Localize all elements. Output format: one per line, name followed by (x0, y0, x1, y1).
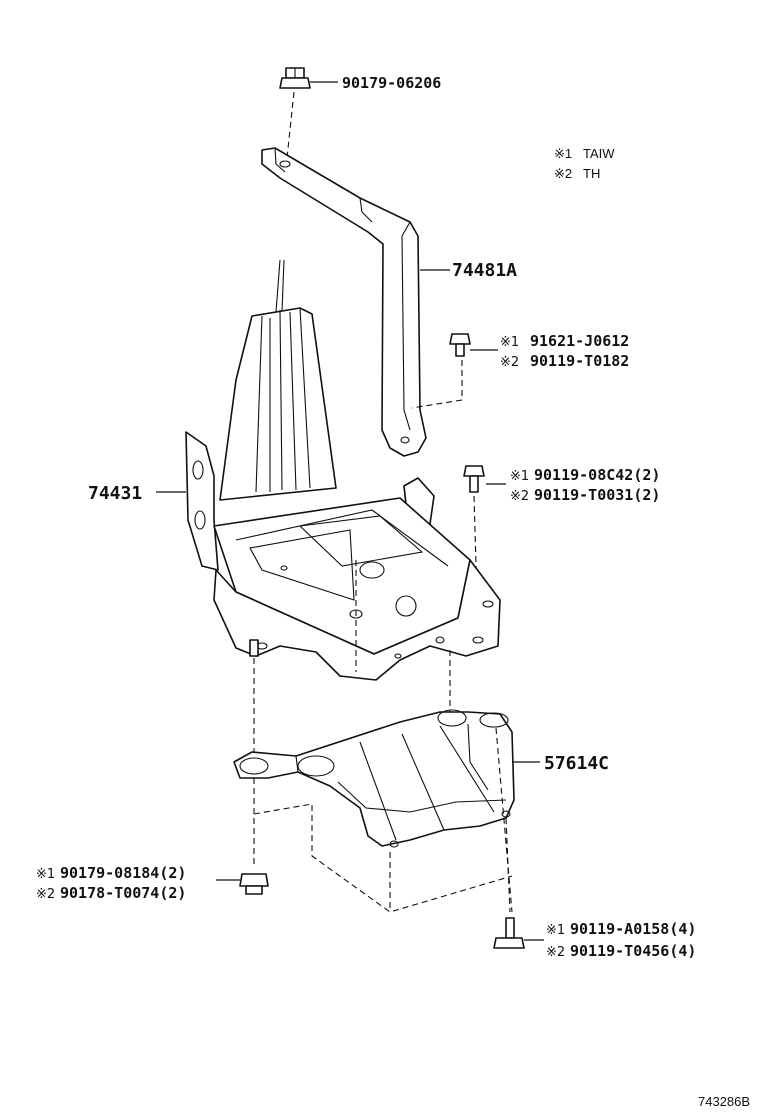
cover-57614c (233, 709, 515, 848)
label-bolt-bracket-2: 90119-T0182 (530, 352, 629, 370)
label-bolt-bottom-1: 90119-A0158(4) (570, 920, 696, 938)
mark-bolt-tray-2: ※2 (510, 489, 529, 504)
label-bracket: 74481A (452, 260, 517, 281)
bracket-74481a (261, 147, 427, 457)
legend-mark-1: ※1 (554, 146, 572, 161)
document-id: 743286B (698, 1094, 750, 1109)
label-nut-bottom-2: 90178-T0074(2) (60, 884, 186, 902)
legend-mark-2: ※2 (554, 166, 572, 181)
dash-bolt-bracket (411, 360, 463, 409)
mark-nut-bottom-2: ※2 (36, 887, 55, 902)
top-nut-icon (279, 67, 311, 89)
label-tray: 74431 (88, 483, 142, 504)
dash-cover-right-b (505, 817, 511, 913)
mark-bolt-bracket-1: ※1 (500, 335, 519, 350)
dash-cover-right-a (495, 727, 513, 913)
dash-cover-box (253, 803, 513, 913)
label-bolt-bottom-2: 90119-T0456(4) (570, 942, 696, 960)
label-nut-top: 90179-06206 (342, 74, 441, 92)
label-bolt-bracket-1: 91621-J0612 (530, 332, 629, 350)
legend-label-1: TAIW (583, 146, 615, 161)
mark-bolt-bottom-2: ※2 (546, 945, 565, 960)
tray-74431 (185, 259, 501, 681)
mark-bolt-bottom-1: ※1 (546, 923, 565, 938)
legend: ※1 TAIW ※2 TH (554, 146, 615, 181)
legend-label-2: TH (583, 166, 600, 181)
mark-bolt-tray-1: ※1 (510, 469, 529, 484)
mark-bolt-bracket-2: ※2 (500, 355, 519, 370)
tray-stud-icon (249, 639, 259, 657)
dash-nut-top (286, 91, 295, 159)
bottom-bolt-icon (493, 917, 525, 949)
tray-bolt-icon (463, 465, 485, 493)
bracket-bolt-icon (449, 333, 471, 357)
label-bolt-tray-2: 90119-T0031(2) (534, 486, 660, 504)
label-nut-bottom-1: 90179-08184(2) (60, 864, 186, 882)
label-bolt-tray-1: 90119-08C42(2) (534, 466, 660, 484)
bottom-nut-icon (239, 873, 269, 895)
mark-nut-bottom-1: ※1 (36, 867, 55, 882)
label-cover: 57614C (544, 753, 609, 774)
